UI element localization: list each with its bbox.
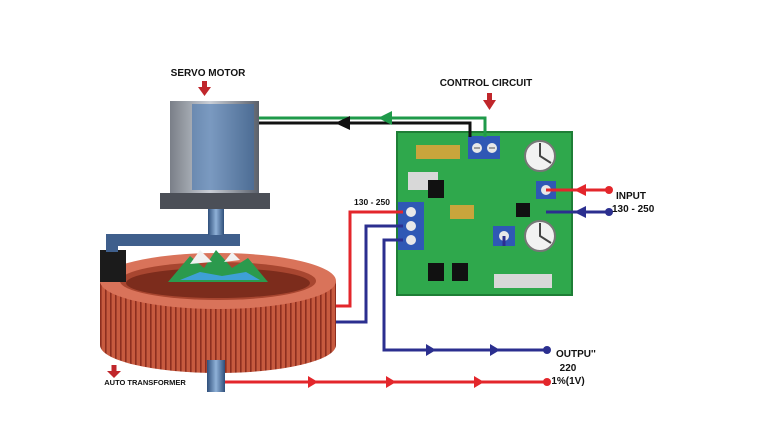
green-wire (259, 116, 487, 137)
brush-arm (106, 234, 240, 252)
servo-motor-label: SERVO MOTOR (171, 68, 246, 79)
wire-end-dot-icon (605, 208, 613, 216)
wire-end-dot-icon (543, 378, 551, 386)
down-arrow-icon (483, 93, 496, 110)
wires (225, 116, 608, 384)
ic-chip (516, 203, 530, 217)
input-title-label: INPUT (616, 191, 646, 202)
wire-arrow-icon (574, 206, 586, 218)
bottom-shaft (207, 360, 225, 392)
resistor-array (450, 205, 474, 219)
wire-arrow-icon (426, 344, 436, 356)
capacitor-icon (524, 220, 556, 252)
motor-shaft (208, 209, 224, 235)
capacitor-icon (524, 140, 556, 172)
control-circuit-label: CONTROL CIRCUIT (440, 78, 533, 89)
blue-wire-tap (336, 224, 403, 324)
contact-assembly-highlight (190, 250, 240, 264)
contact-base (180, 272, 260, 280)
motor-side-panel (192, 104, 254, 190)
auto-transformer-label: AUTO TRANSFORMER (104, 378, 186, 387)
output-voltage-label: 220 (560, 363, 577, 374)
ic-chip (428, 180, 444, 198)
indicator-arrows (107, 81, 496, 378)
blue-wire-output (382, 238, 545, 352)
down-arrow-icon (198, 81, 211, 96)
output-title-label: OUTPU'' (556, 349, 596, 360)
ic-chip (452, 263, 468, 281)
black-wire (259, 121, 472, 137)
wire-arrow-icon (378, 111, 392, 125)
resistor-array (416, 145, 460, 159)
ic-chip (428, 263, 444, 281)
output-tolerance-label: 1%(1V) (551, 376, 584, 387)
wire-arrow-icon (474, 376, 484, 388)
terminal-block-icon (398, 202, 424, 250)
red-wire-tap (336, 210, 403, 308)
input-range-label: 130 - 250 (612, 204, 655, 215)
brush-block (100, 250, 126, 282)
terminal-block-icon (468, 136, 500, 159)
wire-arrows (308, 111, 586, 388)
down-arrow-icon (107, 365, 121, 378)
auto-transformer (100, 234, 336, 392)
wire-end-dot-icon (543, 346, 551, 354)
motor-base-plate (160, 193, 270, 209)
wire-arrow-icon (335, 116, 350, 130)
tap-range-label: 130 - 250 (354, 197, 390, 207)
wire-arrow-icon (308, 376, 318, 388)
control-circuit-board (396, 131, 573, 296)
wire-arrow-icon (574, 184, 586, 196)
wire-arrow-icon (386, 376, 396, 388)
wire-arrow-icon (490, 344, 500, 356)
servo-motor (160, 101, 270, 235)
wire-end-dots (543, 186, 613, 386)
coil-inner-hole (126, 268, 310, 298)
relay-row (494, 274, 552, 288)
wire-end-dot-icon (605, 186, 613, 194)
